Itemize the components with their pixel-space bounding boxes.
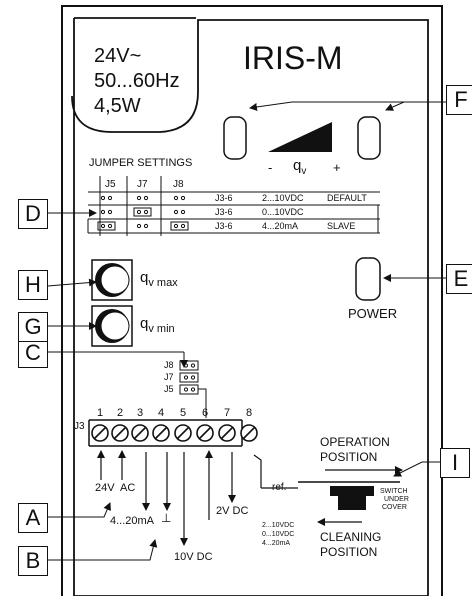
callout-a: A (18, 503, 48, 533)
supply-frequency: 50...60Hz (94, 70, 180, 92)
callout-b: B (18, 546, 48, 576)
cleaning-label-2: POSITION (320, 545, 378, 559)
jumper-j8-label: J8 (164, 360, 174, 370)
row1-terminal: J3-6 (215, 193, 233, 203)
callout-g: G (18, 312, 48, 342)
terminal-number-2: 2 (117, 407, 124, 419)
label-2v-dc: 2V DC (216, 505, 249, 517)
operation-label-1: OPERATION (320, 435, 390, 449)
device-title: IRIS-M (243, 40, 343, 76)
callout-d: D (18, 199, 48, 229)
housing-outline (61, 5, 443, 596)
row3-mode: SLAVE (327, 221, 356, 231)
switch-note-3: COVER (382, 504, 407, 511)
output-option-2: 0...10VDC (262, 531, 295, 538)
callout-f: F (446, 85, 472, 115)
row2-range: 0...10VDC (262, 207, 304, 217)
row3-terminal: J3-6 (215, 221, 233, 231)
jumper-block (179, 360, 199, 395)
output-option-1: 2...10VDC (262, 522, 295, 529)
supply-power: 4,5W (94, 95, 141, 117)
qv-max-potentiometer (91, 259, 133, 301)
jumper-header-j7: J7 (137, 179, 148, 190)
terminal-number-5: 5 (180, 407, 187, 419)
terminal-number-3: 3 (137, 407, 144, 419)
qv-minus-label: - (268, 160, 273, 175)
power-label: POWER (348, 306, 398, 321)
label-24v: 24V (95, 482, 115, 494)
callout-i: I (440, 448, 470, 478)
ground-symbol: ⊥ (161, 511, 172, 525)
jumper-j5-label: J5 (164, 384, 174, 394)
callout-e: E (446, 264, 472, 294)
terminal-number-1: 1 (97, 407, 104, 419)
qv-min-label: qv min (140, 315, 175, 335)
row1-mode: DEFAULT (327, 193, 367, 203)
qv-minus-button (223, 116, 247, 160)
label-4-20ma: 4...20mA (110, 515, 155, 527)
output-option-3: 4...20mA (262, 540, 291, 547)
selector-switch (317, 466, 403, 526)
qv-min-potentiometer (91, 305, 133, 347)
qv-label: qv (293, 157, 307, 177)
qv-plus-button (357, 116, 381, 160)
callout-c: C (18, 338, 48, 368)
terminal-number-8: 8 (246, 407, 253, 419)
callout-h: H (18, 270, 48, 300)
qv-ramp (268, 122, 332, 152)
row2-terminal: J3-6 (215, 207, 233, 217)
terminal-number-4: 4 (158, 407, 165, 419)
cleaning-label-1: CLEANING (320, 530, 382, 544)
terminal-block-label: J3 (74, 421, 85, 432)
qv-plus-label: + (333, 160, 341, 175)
lid-outline (71, 18, 429, 596)
terminal-number-6: 6 (202, 407, 209, 419)
operation-label-2: POSITION (320, 450, 378, 464)
qv-max-label: qv max (140, 269, 178, 289)
label-10v-dc: 10V DC (174, 551, 213, 563)
terminal-number-7: 7 (224, 407, 231, 419)
switch-note-1: SWITCH (380, 488, 408, 495)
jumper-header-j5: J5 (105, 179, 116, 190)
switch-note-2: UNDER (384, 496, 409, 503)
terminal-screws (91, 424, 258, 442)
jumper-pins (97, 195, 189, 231)
label-ac: AC (120, 482, 136, 494)
jumper-j7-label: J7 (164, 372, 174, 382)
row3-range: 4...20mA (262, 221, 299, 231)
power-led (355, 257, 381, 301)
jumper-settings-title: JUMPER SETTINGS (89, 157, 193, 169)
row1-range: 2...10VDC (262, 193, 304, 203)
supply-voltage: 24V~ (94, 45, 142, 67)
label-ref: ref. (272, 482, 287, 493)
jumper-header-j8: J8 (173, 179, 184, 190)
